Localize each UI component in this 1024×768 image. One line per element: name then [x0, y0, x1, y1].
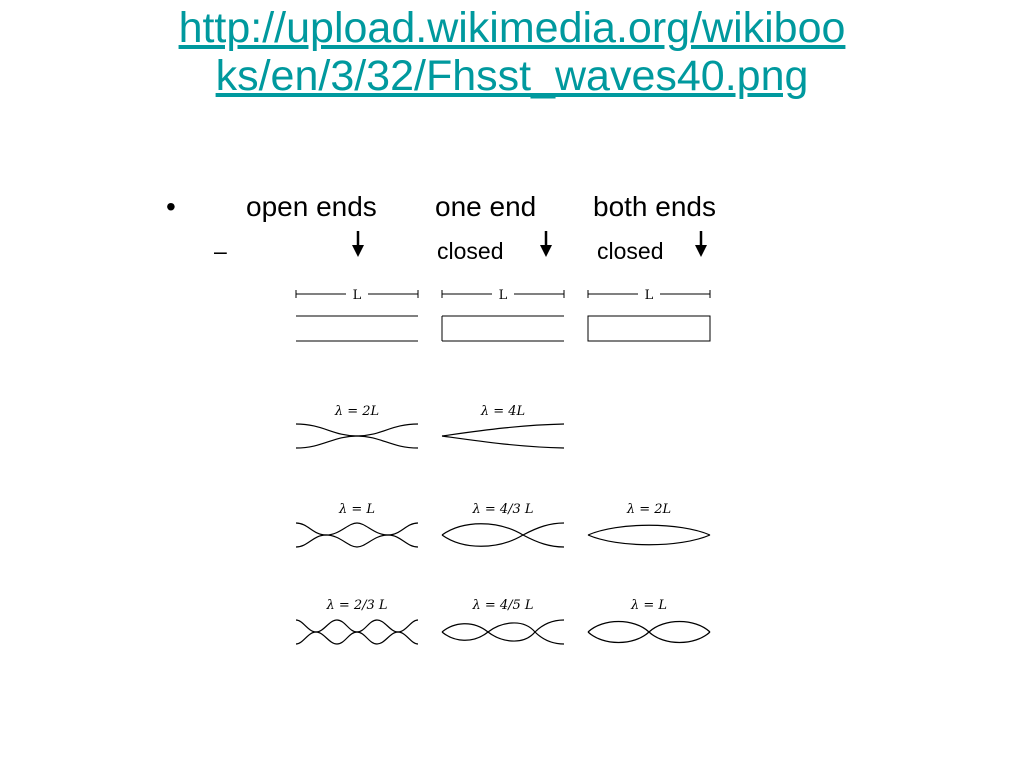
- column-sublabel-one-end: closed: [437, 238, 504, 264]
- wavelength-label-one-end-3: λ = 4/5 L: [471, 598, 533, 613]
- wave-open-mode-1: [295, 423, 419, 449]
- wave-both-mode-1: [587, 524, 711, 546]
- pipe-open-ends: L: [295, 288, 419, 342]
- wave-one-end-mode-2: [441, 522, 565, 548]
- bullet-marker: •: [166, 191, 176, 222]
- wave-both-mode-2: [587, 621, 711, 643]
- length-label: L: [499, 288, 508, 303]
- slide-title: http://upload.wikimedia.org/wikiboo ks/e…: [0, 4, 1024, 100]
- wave-one-end-mode-1: [441, 423, 565, 449]
- down-arrow-icon: [695, 231, 707, 257]
- wavelength-label-both-2: λ = L: [630, 598, 667, 613]
- down-arrow-icon: [540, 231, 552, 257]
- wave-open-mode-2: [295, 522, 419, 548]
- title-line-2: ks/en/3/32/Fhsst_waves40.png: [215, 52, 809, 100]
- wavelength-label-open-2: λ = L: [338, 502, 375, 517]
- wavelength-label-both-1: λ = 2L: [626, 502, 671, 517]
- pipe-both-ends-closed: L: [587, 288, 711, 342]
- column-sublabel-both-ends: closed: [597, 238, 664, 264]
- pipe-one-end-closed: L: [441, 288, 565, 342]
- column-label-open-ends: open ends: [246, 191, 377, 222]
- wave-open-mode-3: [295, 619, 419, 645]
- column-label-one-end: one end: [435, 191, 537, 222]
- title-link[interactable]: http://upload.wikimedia.org/wikiboo ks/e…: [179, 4, 846, 100]
- wavelength-label-one-end-1: λ = 4L: [480, 404, 525, 419]
- sub-bullet-dash: –: [214, 238, 227, 264]
- wavelength-label-open-3: λ = 2/3 L: [325, 598, 387, 613]
- wavelength-label-one-end-2: λ = 4/3 L: [471, 502, 533, 517]
- standing-wave-diagram: L L L λ = 2L λ = 4L λ = L λ = 4/3: [295, 288, 711, 645]
- title-line-1: http://upload.wikimedia.org/wikiboo: [178, 4, 846, 52]
- column-label-both-ends: both ends: [593, 191, 716, 222]
- wavelength-label-open-1: λ = 2L: [334, 404, 379, 419]
- length-label: L: [353, 288, 362, 303]
- length-label: L: [645, 288, 654, 303]
- down-arrow-icon: [352, 231, 364, 257]
- wave-one-end-mode-3: [441, 619, 565, 645]
